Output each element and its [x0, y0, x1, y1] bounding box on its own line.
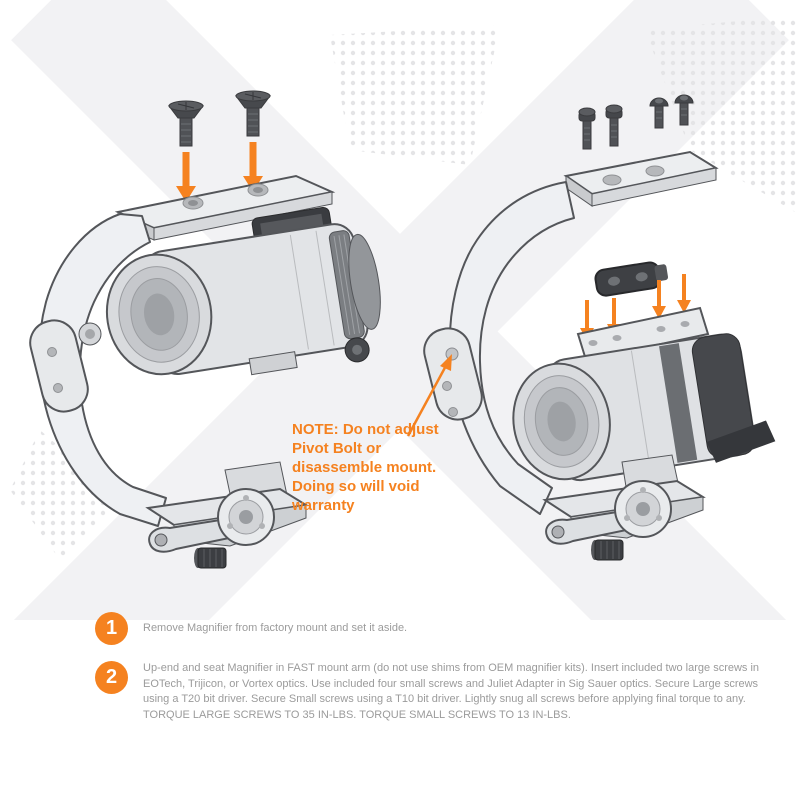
note-leader-line — [406, 354, 452, 437]
note-line-4: Doing so will void — [292, 478, 420, 495]
diagram-illustration — [10, 0, 800, 620]
juliet-adapter — [594, 261, 669, 297]
pivot-plate — [423, 327, 483, 421]
note-line-3: disassemble mount. — [292, 459, 437, 476]
pan-head-screw-2 — [605, 104, 623, 147]
magnifier-body — [512, 333, 776, 482]
flat-head-screw-2 — [235, 90, 271, 137]
down-arrow-icon — [652, 280, 666, 319]
thumb-screw — [591, 539, 624, 561]
qd-lever-base — [145, 461, 309, 569]
left-assembly-illustration — [29, 90, 381, 569]
right-assembly-illustration — [406, 94, 776, 561]
note-line-5: warranty — [292, 497, 355, 514]
button-head-screw-1 — [649, 97, 669, 129]
pivot-plate — [29, 319, 102, 413]
warning-note: NOTE: Do not adjust Pivot Bolt or disass… — [292, 420, 452, 515]
button-head-screw-2 — [674, 94, 694, 126]
flat-head-screw-1 — [168, 100, 204, 147]
step-1: 1 Remove Magnifier from factory mount an… — [95, 612, 763, 645]
down-arrow-icon — [176, 152, 196, 202]
magnifier-top-shoe — [576, 306, 710, 362]
step-2-badge: 2 — [95, 661, 128, 694]
step-1-text: Remove Magnifier from factory mount and … — [143, 621, 408, 634]
flip-lever — [706, 420, 776, 463]
mount-arm — [448, 181, 575, 515]
note-line-2: Pivot Bolt or — [292, 440, 382, 457]
down-arrow-icon — [677, 274, 691, 313]
rail-plate — [563, 150, 719, 207]
note-line-1: NOTE: Do not adjust — [292, 421, 439, 438]
step-2-text: Up-end and seat Magnifier in FAST mount … — [143, 662, 760, 721]
step-1-badge: 1 — [95, 612, 128, 645]
step-2: 2 Up-end and seat Magnifier in FAST moun… — [95, 661, 763, 723]
pan-head-screw-1 — [578, 107, 596, 150]
magnifier-body — [105, 206, 381, 376]
thumb-screw — [194, 547, 227, 569]
steps-section: 1 Remove Magnifier from factory mount an… — [95, 612, 763, 723]
mount-arm — [38, 213, 167, 527]
rail-plate — [114, 174, 336, 241]
qd-lever-base — [542, 454, 706, 561]
eyepiece — [348, 233, 381, 330]
